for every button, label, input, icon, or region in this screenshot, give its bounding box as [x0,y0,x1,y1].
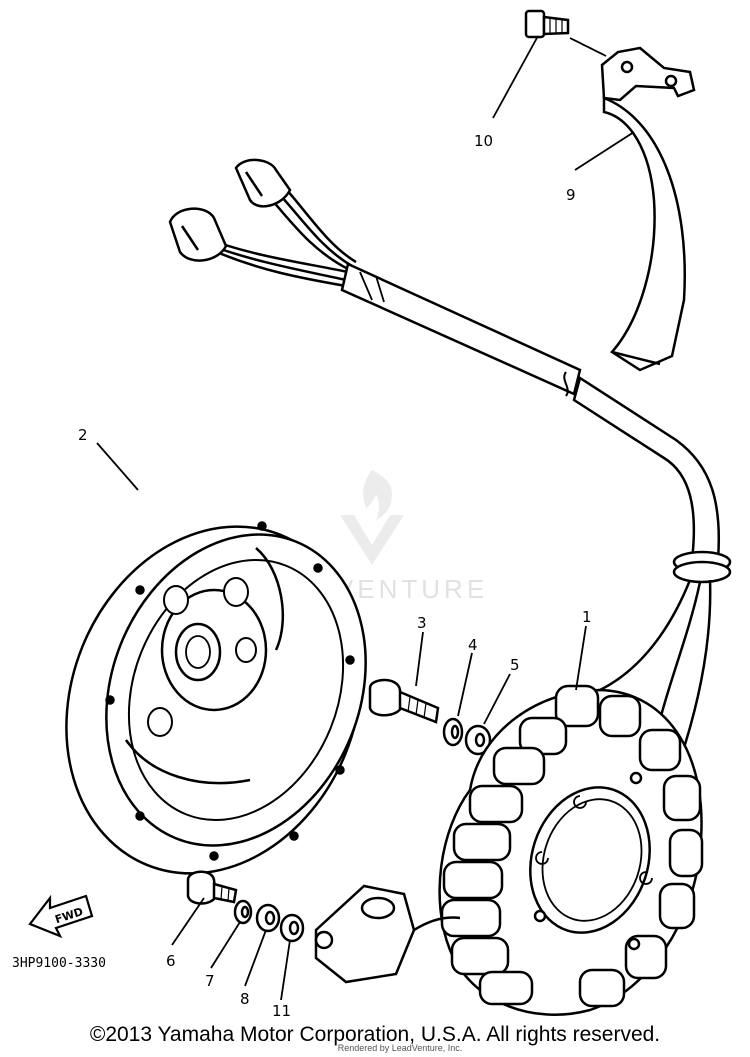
leader-lines [96,35,635,1001]
plain-washer-part-8 [255,903,281,933]
callout-part-6: 6 [166,952,176,970]
diagram-reference-code: 3HP9100-3330 [12,956,106,971]
callout-part-11: 11 [272,1002,291,1020]
callout-part-2: 2 [78,426,88,444]
connector-lower [168,207,228,262]
spring-washer-part-4 [442,717,464,747]
callout-part-5: 5 [510,656,520,674]
callout-part-8: 8 [240,990,250,1008]
fwd-arrow-icon: FWD [28,894,94,939]
stator-assembly-part-1 [438,684,704,1016]
callout-part-9: 9 [566,186,576,204]
callout-part-10: 10 [474,132,493,150]
copyright-notice: ©2013 Yamaha Motor Corporation, U.S.A. A… [89,1023,661,1046]
bracket-part-9 [600,46,696,372]
bolt-part-10 [524,9,570,39]
flywheel-rotor-part-2 [65,521,367,875]
plain-washer-part-11 [279,913,305,943]
watermark-flame-icon [363,470,392,520]
callout-part-7: 7 [205,972,215,990]
watermark-v-icon [340,515,404,565]
callout-part-3: 3 [417,614,427,632]
callout-part-4: 4 [468,636,478,654]
part-callouts: 1 2 3 4 5 6 7 8 9 10 11 [78,132,592,1020]
rendered-by-credit: Rendered by LeadVenture, Inc. [337,1043,463,1053]
spring-washer-part-7 [233,899,253,925]
connector-upper [234,158,292,208]
callout-part-1: 1 [582,608,592,626]
bolt-part-3 [368,678,440,724]
screw-part-6 [186,870,238,905]
pickup-coil [314,884,461,984]
plain-washer-part-5 [464,724,492,756]
